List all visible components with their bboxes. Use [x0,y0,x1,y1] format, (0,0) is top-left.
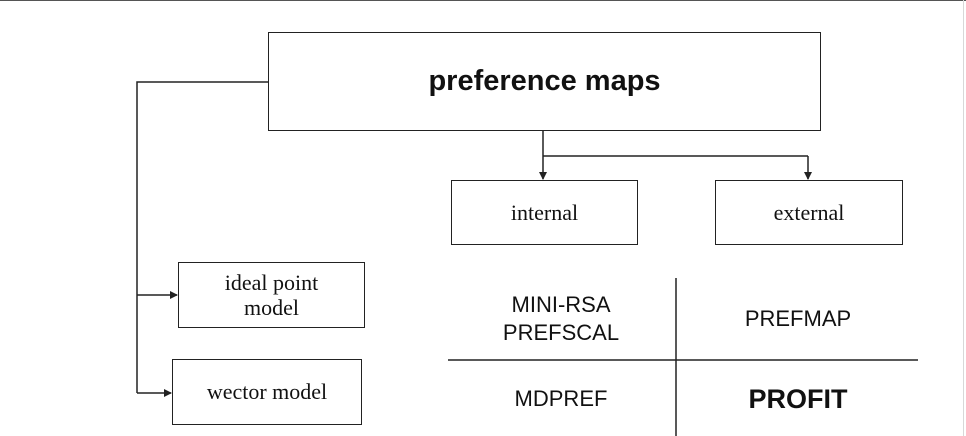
mdpref-label: MDPREF [514,385,608,411]
external-box: external [715,180,903,245]
prefscal-label: PREFSCAL [502,320,620,345]
top-border-line [0,0,966,1]
mini-rsa-label: MINI-RSA [511,291,611,317]
table-cell-internal-ideal: MINI-RSA PREFSCAL [448,278,674,360]
internal-box: internal [451,180,638,245]
ideal-point-model-box: ideal point model [178,262,365,328]
table-cell-external-vector: PROFIT [678,362,918,436]
table-cell-internal-vector: MDPREF [448,362,674,436]
vector-model-box: wector model [172,359,362,425]
prefmap-label: PREFMAP [744,305,852,331]
profit-label: PROFIT [748,383,848,414]
external-label: external [773,199,845,225]
table-cell-external-ideal: PREFMAP [678,278,918,360]
right-border-line [963,0,964,436]
vector-model-label: wector model [206,379,328,405]
internal-label: internal [510,199,579,225]
preference-maps-label: preference maps [428,65,661,97]
ideal-point-model-label: ideal point model [224,269,319,320]
root-to-models-line [136,81,268,393]
preference-maps-box: preference maps [268,32,821,131]
